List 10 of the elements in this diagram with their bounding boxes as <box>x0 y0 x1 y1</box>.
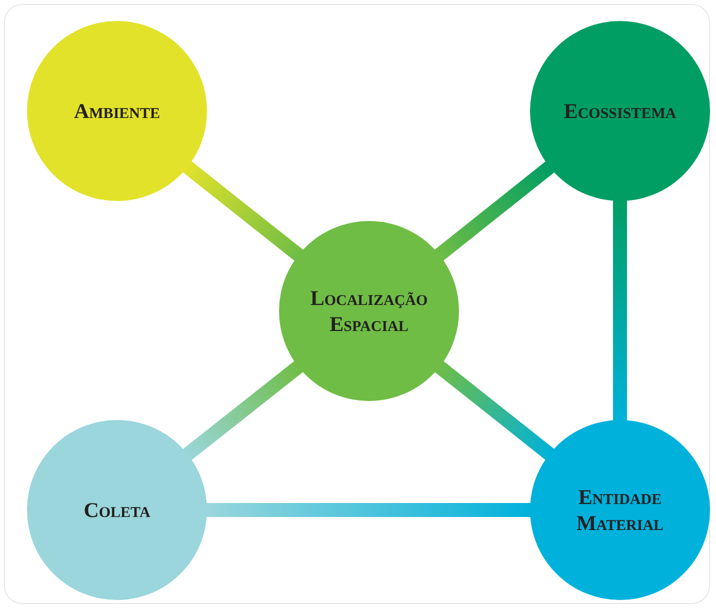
connector-line <box>433 160 556 262</box>
node-label: Coleta <box>84 496 150 524</box>
connector-line <box>434 360 556 461</box>
connector-line <box>205 503 532 517</box>
connector-line <box>182 160 304 262</box>
node-label: Ecossistema <box>564 98 676 124</box>
node-label: Localização Espacial <box>309 284 429 338</box>
node-label: Ambiente <box>74 98 160 124</box>
connector-line <box>613 199 627 422</box>
node-label: Entidade Material <box>575 484 665 536</box>
